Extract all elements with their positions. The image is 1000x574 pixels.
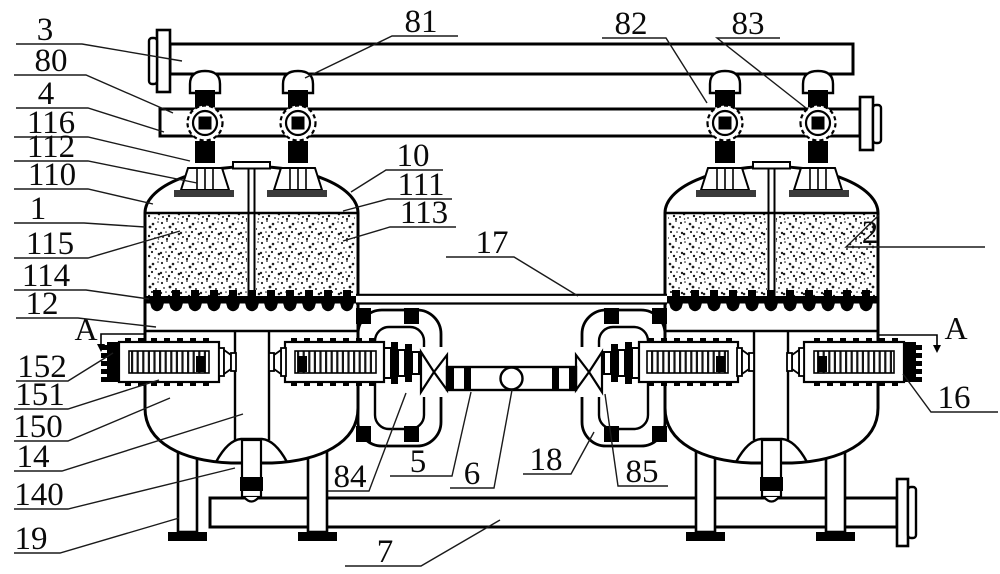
svg-text:111: 111 (397, 167, 444, 203)
svg-text:84: 84 (334, 459, 367, 495)
sight-glass (499, 366, 524, 391)
central-connecting-pipe (445, 365, 578, 392)
part-label-110: 110 (14, 157, 154, 205)
svg-text:17: 17 (476, 225, 509, 261)
svg-text:3: 3 (37, 12, 54, 48)
lower-manifold-pipe (158, 95, 883, 152)
svg-text:114: 114 (22, 258, 70, 294)
svg-text:1: 1 (30, 191, 47, 227)
svg-text:112: 112 (27, 129, 75, 165)
svg-text:7: 7 (377, 534, 394, 570)
svg-text:152: 152 (17, 349, 67, 385)
part-label-81: 81 (304, 4, 458, 79)
svg-text:110: 110 (28, 157, 76, 193)
part-label-151: 151 (14, 377, 160, 413)
svg-text:10: 10 (397, 138, 430, 174)
svg-text:83: 83 (732, 6, 765, 42)
svg-text:16: 16 (938, 380, 971, 416)
svg-text:113: 113 (400, 195, 448, 231)
svg-text:140: 140 (14, 477, 64, 513)
svg-text:14: 14 (17, 439, 50, 475)
part-label-14: 14 (14, 413, 244, 475)
part-label-80: 80 (14, 43, 174, 114)
part-label-115: 115 (14, 226, 181, 262)
part-label-17: 17 (446, 225, 579, 297)
part-label-10: 10 (350, 138, 443, 193)
part-label-19: 19 (14, 517, 180, 557)
svg-text:150: 150 (13, 409, 63, 445)
cross-duct (356, 293, 667, 305)
part-label-82: 82 (602, 6, 708, 104)
part-label-3: 3 (16, 12, 183, 62)
part-label-7: 7 (345, 519, 501, 570)
svg-text:6: 6 (464, 456, 481, 492)
section-marker-right: A (878, 310, 968, 353)
pipe-flange (895, 477, 910, 548)
svg-text:151: 151 (15, 377, 65, 413)
section-letter: A (74, 311, 97, 347)
part-label-112: 112 (14, 129, 198, 184)
part-label-6: 6 (450, 389, 513, 492)
svg-text:80: 80 (35, 43, 68, 79)
svg-text:4: 4 (38, 76, 55, 112)
svg-text:2: 2 (862, 215, 879, 251)
part-label-83: 83 (714, 6, 807, 109)
svg-text:116: 116 (27, 105, 75, 141)
part-label-152: 152 (16, 349, 114, 385)
upper-manifold-pipe (147, 28, 855, 94)
part-labels: 3 80 4 116 112 110 1 115 114 12 152 151 … (13, 4, 998, 570)
part-label-5: 5 (390, 391, 472, 480)
part-label-140: 140 (14, 467, 236, 513)
svg-text:85: 85 (626, 454, 659, 490)
part-label-111: 111 (342, 167, 452, 212)
svg-text:12: 12 (26, 286, 59, 322)
part-label-85: 85 (604, 393, 668, 490)
svg-text:115: 115 (26, 226, 74, 262)
part-label-12: 12 (16, 286, 157, 328)
part-label-114: 114 (14, 258, 150, 300)
svg-text:82: 82 (615, 6, 648, 42)
section-letter: A (944, 310, 967, 346)
part-label-1: 1 (14, 191, 146, 228)
svg-text:81: 81 (405, 4, 438, 40)
part-label-150: 150 (13, 397, 171, 445)
svg-text:19: 19 (15, 521, 48, 557)
svg-text:5: 5 (410, 444, 427, 480)
part-label-4: 4 (16, 76, 165, 133)
part-label-113: 113 (342, 195, 456, 242)
part-label-116: 116 (14, 105, 191, 162)
pipe-flange (858, 95, 875, 152)
part-label-84: 84 (328, 392, 407, 495)
part-label-16: 16 (902, 373, 998, 416)
part-label-2: 2 (844, 214, 985, 251)
part-label-18: 18 (523, 431, 595, 478)
pipe-flange (155, 28, 172, 94)
svg-text:18: 18 (530, 442, 563, 478)
